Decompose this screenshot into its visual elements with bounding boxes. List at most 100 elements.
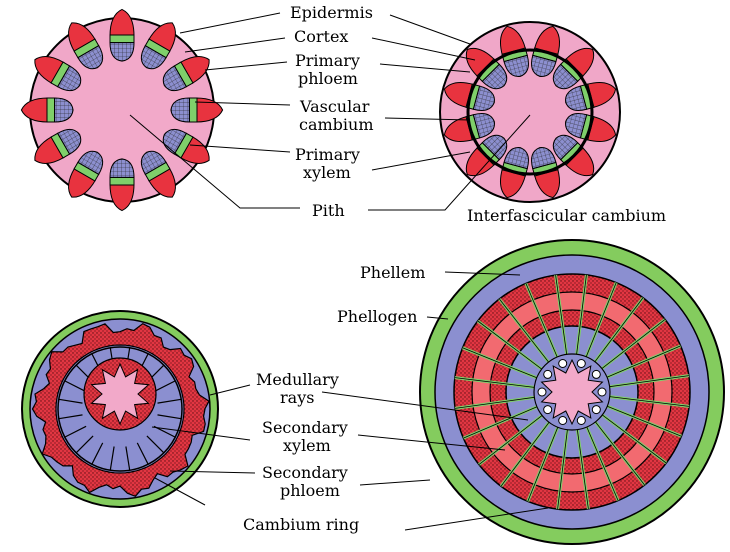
young-stem-vascular-bundles xyxy=(20,8,224,212)
bundle-xylem xyxy=(140,44,167,70)
bundle-xylem xyxy=(140,150,167,176)
label-primary-xylem-line2: xylem xyxy=(303,163,351,182)
bundle-xylem xyxy=(531,54,557,77)
bundle-phloem xyxy=(564,146,595,177)
medullary-ray xyxy=(555,275,568,355)
medullary-ray xyxy=(586,426,619,501)
label-medullary-rays-line2: rays xyxy=(280,388,314,407)
bundle-xylem xyxy=(552,63,579,90)
medullary-ray xyxy=(585,282,617,357)
bundle-xylem xyxy=(481,134,508,161)
medullary-ray xyxy=(557,429,568,510)
primary-xylem-group xyxy=(576,416,586,425)
early-secondary-phloem-band xyxy=(31,322,210,498)
medullary-ray xyxy=(607,405,682,437)
bundle-phloem xyxy=(179,56,210,85)
bundle-xylem xyxy=(481,63,508,90)
bundle-phloem xyxy=(20,97,49,123)
bundle-xylem xyxy=(472,85,495,111)
vascular-bundle xyxy=(162,56,210,92)
primary-xylem-group xyxy=(558,416,568,425)
bundle-phloem xyxy=(147,22,176,53)
medullary-ray xyxy=(153,380,176,393)
bundle-phloem xyxy=(465,146,496,177)
label-secondary-xylem-line1: Secondary xyxy=(262,418,348,437)
mature-woody-section xyxy=(419,239,725,545)
medullary-ray xyxy=(109,446,115,471)
medullary-ray xyxy=(91,442,104,465)
bundle-phloem xyxy=(564,47,595,78)
medullary-ray xyxy=(454,377,535,388)
bundle-phloem xyxy=(34,56,65,85)
vascular-bundle xyxy=(34,128,82,164)
bundle-cambium xyxy=(46,97,56,123)
bundle-xylem xyxy=(56,65,82,92)
vascular-bundle xyxy=(34,56,82,92)
bundle-phloem xyxy=(109,183,135,212)
vascular-bundle xyxy=(499,25,529,77)
vascular-bundle xyxy=(170,97,224,123)
medullary-ray xyxy=(500,422,550,487)
medullary-ray xyxy=(499,298,549,363)
young-stem-pith xyxy=(56,44,188,176)
medullary-ray xyxy=(136,442,149,465)
medullary-ray xyxy=(602,414,667,464)
bundle-xylem xyxy=(565,113,588,139)
bundle-cambium xyxy=(109,34,135,44)
vascular-bundle xyxy=(109,158,135,212)
cambium-forming-vascular-bundles xyxy=(443,25,617,199)
vascular-bundle xyxy=(20,97,74,123)
primary-xylem-group xyxy=(558,359,568,368)
bundle-xylem xyxy=(56,128,82,155)
bundle-xylem xyxy=(552,134,579,161)
label-epidermis: Epidermis xyxy=(290,3,373,22)
medullary-ray xyxy=(125,446,131,471)
cambium-forming-section xyxy=(439,21,621,203)
bundle-phloem xyxy=(533,168,561,199)
bundle-phloem xyxy=(68,167,97,198)
bundle-xylem xyxy=(162,65,188,92)
medullary-ray xyxy=(157,398,182,404)
bundle-phloem xyxy=(533,25,561,56)
early-secondary-pith xyxy=(90,362,150,426)
medullary-ray xyxy=(576,274,587,355)
label-phellem: Phellem xyxy=(360,263,425,282)
bundle-phloem xyxy=(443,81,474,109)
bundle-xylem xyxy=(503,54,529,77)
bundle-phloem xyxy=(586,81,617,109)
primary-xylem-group xyxy=(537,387,547,397)
label-medullary-rays-line1: Medullary xyxy=(256,370,339,389)
bundle-phloem xyxy=(443,115,474,143)
medullary-ray xyxy=(576,429,589,509)
medullary-ray xyxy=(527,427,559,502)
label-primary-phloem-line1: Primary xyxy=(295,51,360,70)
bundle-phloem xyxy=(586,115,617,143)
medullary-ray xyxy=(601,319,666,369)
bundle-phloem xyxy=(499,25,527,56)
label-primary-phloem-line2: phloem xyxy=(298,69,358,88)
label-vascular-cambium-line2: cambium xyxy=(299,115,374,134)
primary-xylem-group xyxy=(576,359,586,368)
medullary-ray xyxy=(462,347,537,379)
label-primary-xylem-line1: Primary xyxy=(295,145,360,164)
bundle-xylem xyxy=(565,85,588,111)
bundle-phloem xyxy=(195,97,224,123)
mature-primary-xylem-groups xyxy=(537,359,607,425)
interfascicular-cambium-ring xyxy=(466,48,594,176)
label-interfascicular-cambium: Interfascicular cambium xyxy=(467,206,666,225)
bundle-xylem xyxy=(503,147,529,170)
bundle-xylem xyxy=(109,42,135,62)
label-vascular-cambium-line1: Vascular xyxy=(299,97,370,116)
bundle-phloem xyxy=(147,167,176,198)
medullary-ray xyxy=(478,415,543,465)
leader-lines xyxy=(129,12,549,531)
bundle-xylem xyxy=(54,97,74,123)
medullary-ray xyxy=(609,375,689,388)
bundle-xylem xyxy=(109,158,135,178)
medullary-ray xyxy=(58,398,83,404)
medullary-ray xyxy=(525,283,558,358)
medullary-ray xyxy=(477,320,542,370)
medullary-ray xyxy=(64,380,87,393)
bundle-xylem xyxy=(531,147,557,170)
